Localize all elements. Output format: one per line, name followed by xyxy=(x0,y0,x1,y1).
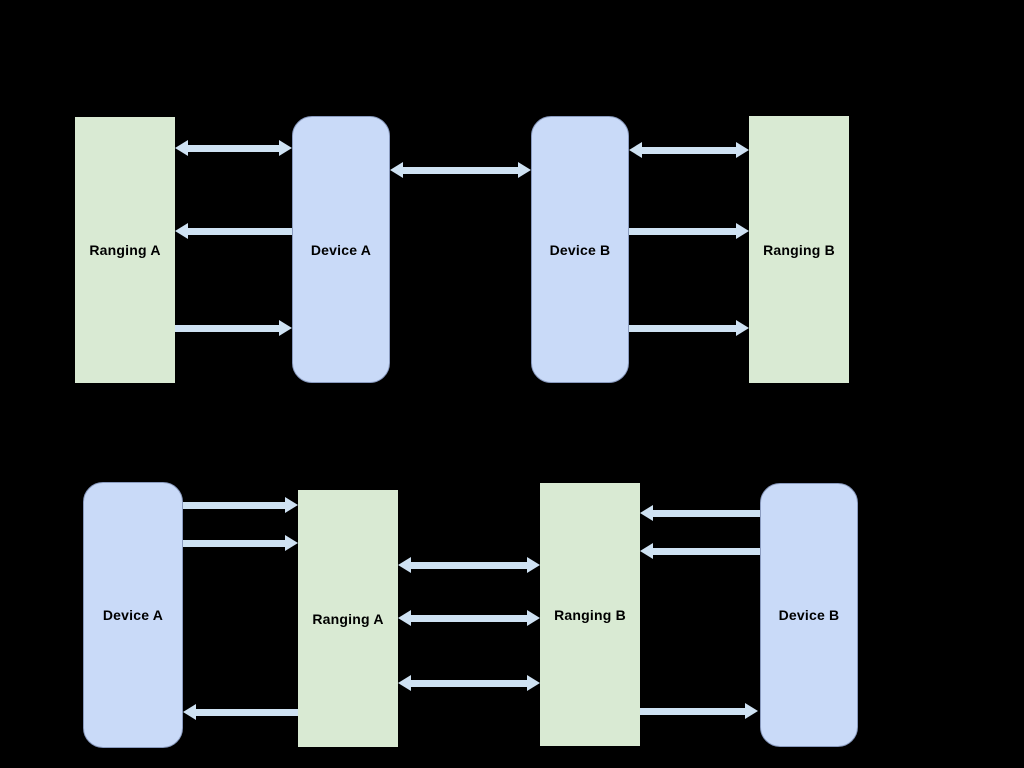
arrowhead-left-icon xyxy=(629,142,642,158)
arrow-bottom-ranging-a-to-ranging-b xyxy=(398,557,540,573)
arrow-shaft xyxy=(629,227,737,235)
arrow-top-device-a-to-device-b xyxy=(390,162,531,178)
arrow-shaft xyxy=(652,509,760,517)
arrowhead-left-icon xyxy=(390,162,403,178)
arrow-shaft xyxy=(187,227,292,235)
arrow-top-device-b-to-ranging-b xyxy=(629,320,749,336)
box-bottom-device-b: Device B xyxy=(760,483,858,747)
box-label-top-device-a: Device A xyxy=(310,241,372,258)
arrowhead-left-icon xyxy=(175,223,188,239)
arrowhead-right-icon xyxy=(527,675,540,691)
box-label-top-device-b: Device B xyxy=(549,241,611,258)
arrowhead-left-icon xyxy=(183,704,196,720)
arrow-bottom-ranging-a-to-ranging-b xyxy=(398,610,540,626)
arrow-shaft xyxy=(410,614,528,622)
arrow-shaft xyxy=(183,539,286,547)
arrow-shaft xyxy=(410,679,528,687)
arrow-bottom-device-a-to-ranging-a xyxy=(183,497,298,513)
arrowhead-left-icon xyxy=(640,543,653,559)
box-label-top-ranging-a: Ranging A xyxy=(89,242,161,258)
arrow-top-device-b-to-ranging-b xyxy=(629,142,749,158)
box-top-ranging-a: Ranging A xyxy=(75,117,175,383)
arrow-bottom-device-b-to-ranging-b xyxy=(640,505,760,521)
arrowhead-right-icon xyxy=(285,535,298,551)
arrowhead-left-icon xyxy=(398,557,411,573)
arrow-shaft xyxy=(629,324,737,332)
arrowhead-right-icon xyxy=(518,162,531,178)
arrow-bottom-device-a-to-ranging-a xyxy=(183,535,298,551)
arrowhead-right-icon xyxy=(279,320,292,336)
arrowhead-left-icon xyxy=(640,505,653,521)
arrow-shaft xyxy=(187,144,280,152)
box-bottom-device-a: Device A xyxy=(83,482,183,748)
box-bottom-ranging-b: Ranging B xyxy=(540,483,640,746)
arrow-top-device-a-to-ranging-a xyxy=(175,223,292,239)
arrow-bottom-ranging-b-to-device-b xyxy=(640,703,758,719)
arrow-top-device-b-to-ranging-b xyxy=(629,223,749,239)
arrowhead-right-icon xyxy=(527,557,540,573)
arrowhead-right-icon xyxy=(736,142,749,158)
arrow-bottom-device-b-to-ranging-b xyxy=(640,543,760,559)
arrow-bottom-ranging-a-to-device-a xyxy=(183,704,298,720)
arrowhead-right-icon xyxy=(285,497,298,513)
arrow-shaft xyxy=(402,166,519,174)
arrowhead-left-icon xyxy=(398,610,411,626)
box-label-top-ranging-b: Ranging B xyxy=(763,241,835,258)
arrow-top-ranging-a-to-device-a xyxy=(175,320,292,336)
arrow-shaft xyxy=(641,146,737,154)
arrowhead-right-icon xyxy=(745,703,758,719)
arrow-bottom-ranging-a-to-ranging-b xyxy=(398,675,540,691)
arrow-shaft xyxy=(652,547,760,555)
arrowhead-right-icon xyxy=(527,610,540,626)
arrowhead-left-icon xyxy=(175,140,188,156)
box-label-bottom-ranging-b: Ranging B xyxy=(554,606,626,623)
arrow-shaft xyxy=(640,707,746,715)
box-top-ranging-b: Ranging B xyxy=(749,116,849,383)
arrow-shaft xyxy=(195,708,298,716)
box-bottom-ranging-a: Ranging A xyxy=(298,490,398,747)
box-label-bottom-device-a: Device A xyxy=(102,607,164,623)
arrow-top-ranging-a-to-device-a xyxy=(175,140,292,156)
arrowhead-right-icon xyxy=(736,320,749,336)
arrow-shaft xyxy=(175,324,280,332)
arrowhead-right-icon xyxy=(736,223,749,239)
arrowhead-right-icon xyxy=(279,140,292,156)
arrow-shaft xyxy=(183,501,286,509)
arrow-shaft xyxy=(410,561,528,569)
arrowhead-left-icon xyxy=(398,675,411,691)
box-top-device-a: Device A xyxy=(292,116,390,383)
box-top-device-b: Device B xyxy=(531,116,629,383)
box-label-bottom-device-b: Device B xyxy=(778,607,840,623)
box-label-bottom-ranging-a: Ranging A xyxy=(312,610,384,627)
